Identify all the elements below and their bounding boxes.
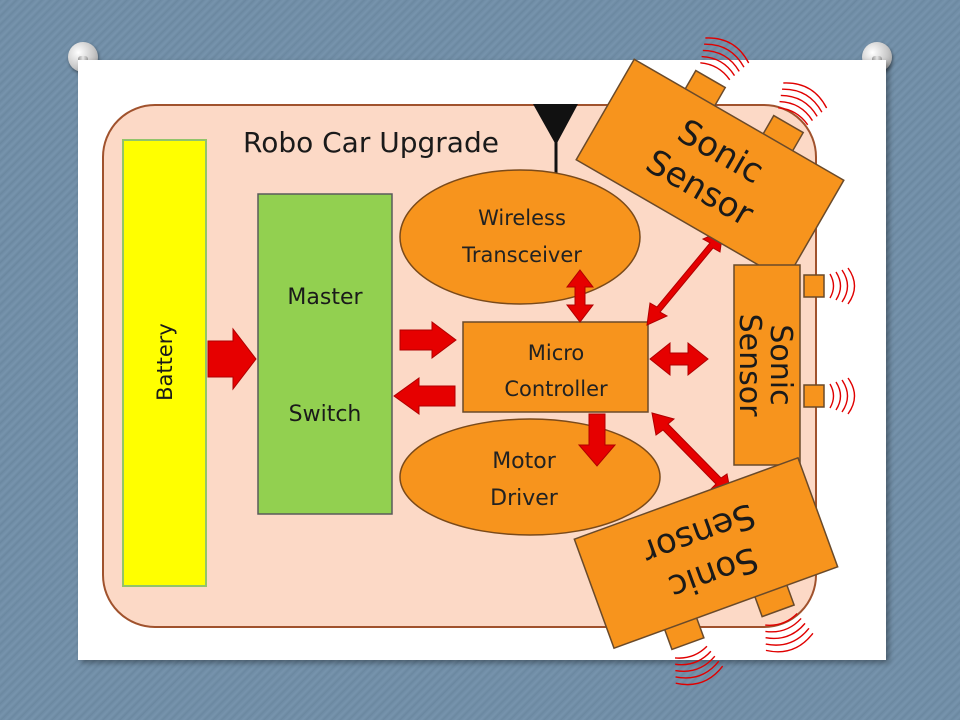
arrow-wireless-micro xyxy=(565,269,595,323)
diagram-title: Robo Car Upgrade xyxy=(243,126,499,159)
master-switch-block xyxy=(257,193,393,515)
arrow-switch-to-micro xyxy=(399,321,457,359)
sonic-wave-top-right-icon xyxy=(778,82,828,126)
sonic-right-label-1: Sonic xyxy=(763,324,798,405)
motor-driver-block xyxy=(399,418,661,536)
arrow-micro-to-motor xyxy=(577,413,617,467)
motor-label-2: Driver xyxy=(490,486,559,511)
battery-block xyxy=(122,139,207,587)
sonic-sensor-right: Sonic Sensor xyxy=(732,264,856,466)
sonic-wave-right-upper-icon xyxy=(829,267,856,305)
sonic-wave-bottom-right-icon xyxy=(674,645,724,686)
arrow-micro-to-switch xyxy=(393,377,456,415)
wireless-label-1: Wireless xyxy=(478,206,566,230)
master-switch-label-1: Master xyxy=(287,285,363,310)
battery-label: Battery xyxy=(153,323,177,401)
micro-controller-block xyxy=(462,321,649,413)
sonic-wave-right-lower-icon xyxy=(829,377,856,415)
antenna-icon xyxy=(533,104,578,145)
arrow-micro-top-sensor xyxy=(646,229,724,326)
micro-label-1: Micro xyxy=(528,341,585,365)
sonic-wave-bottom-left-icon xyxy=(765,612,814,653)
sonic-wave-top-left-icon xyxy=(700,37,750,81)
arrow-battery-to-switch xyxy=(207,327,257,391)
arrow-micro-right-sensor xyxy=(649,341,709,377)
micro-label-2: Controller xyxy=(504,377,608,401)
wireless-label-2: Transceiver xyxy=(461,243,582,267)
motor-label-1: Motor xyxy=(492,449,557,474)
sonic-right-label-2: Sensor xyxy=(732,314,767,417)
wireless-transceiver-block xyxy=(399,169,641,305)
master-switch-label-2: Switch xyxy=(289,402,362,427)
